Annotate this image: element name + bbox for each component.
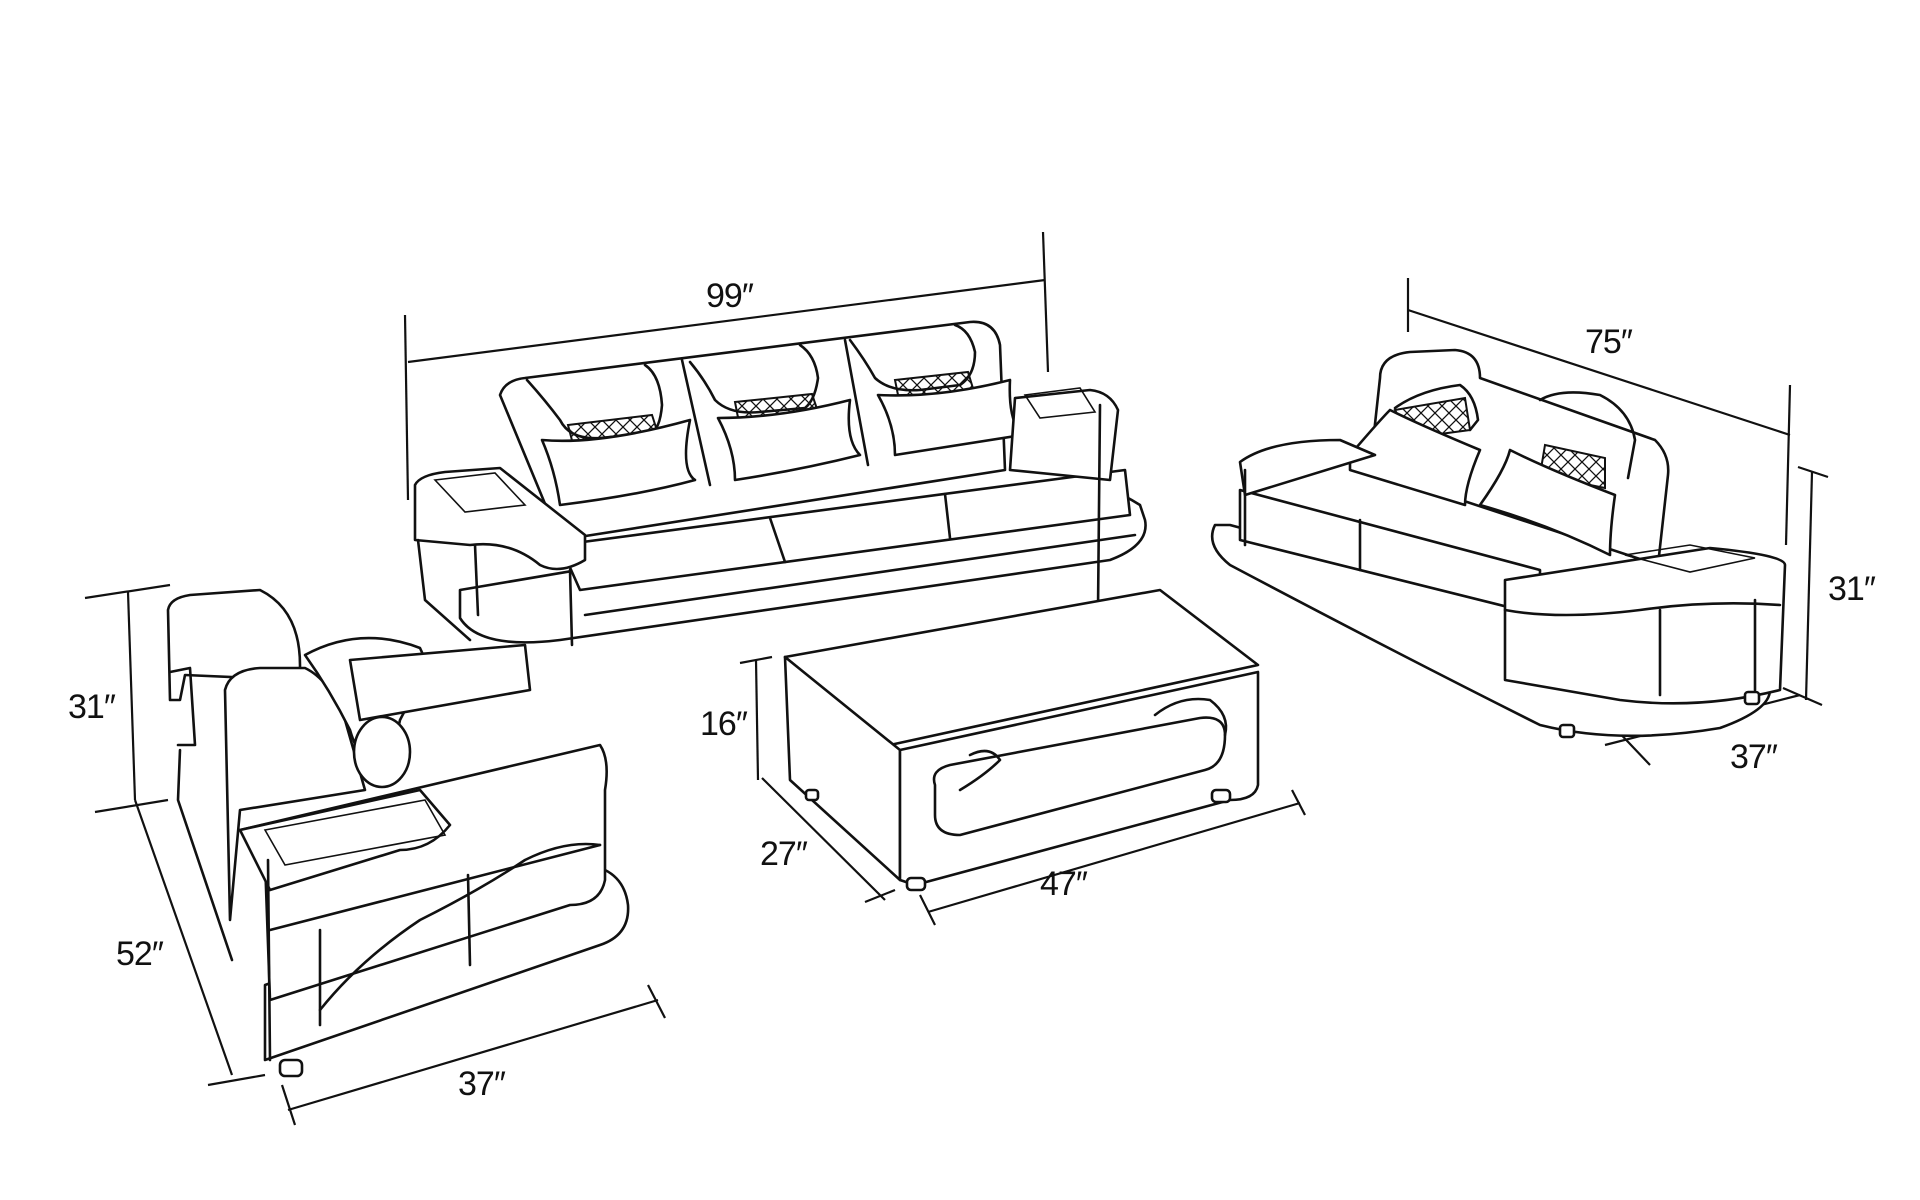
coffee-table (739, 588, 1306, 926)
sofa-width-dimension (403, 231, 1050, 501)
table-depth-dimension (761, 777, 896, 904)
armchair (84, 583, 666, 1126)
three-seat-sofa (403, 231, 1147, 647)
armchair-depth-dimension (280, 984, 666, 1126)
armchair-width-dimension (133, 799, 266, 1087)
loveseat-width-label: 75″ (1585, 323, 1633, 361)
armchair-width-label: 52″ (116, 935, 164, 973)
sofa-width-label: 99″ (706, 277, 754, 315)
armchair-height-dimension (84, 583, 171, 814)
armchair-depth-label: 37″ (458, 1065, 506, 1103)
table-depth-label: 27″ (760, 835, 808, 873)
loveseat-height-dimension (1782, 465, 1829, 707)
loveseat-depth-label: 37″ (1730, 738, 1778, 776)
table-height-label: 16″ (700, 705, 748, 743)
table-width-label: 47″ (1040, 865, 1088, 903)
loveseat (1210, 278, 1829, 766)
armchair-height-label: 31″ (68, 688, 116, 726)
table-width-dimension (919, 789, 1306, 926)
table-height-dimension (739, 655, 773, 781)
loveseat-height-label: 31″ (1828, 570, 1876, 608)
loveseat-width-dimension (1406, 278, 1792, 546)
